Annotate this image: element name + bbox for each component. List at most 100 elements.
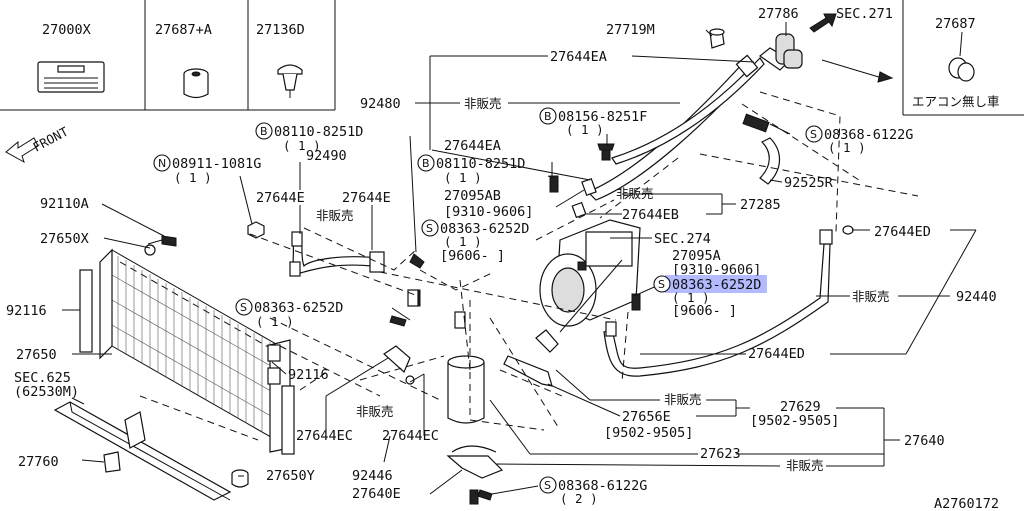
s-marker-4 — [235, 298, 253, 316]
s-marker-1 — [805, 125, 823, 143]
label-27719M: 27719M — [606, 22, 655, 38]
label-sec271: SEC.271 — [836, 6, 893, 22]
label-27629: 27629 — [780, 399, 821, 415]
drawing-number: A2760172 — [934, 496, 999, 511]
bolt-08156 — [597, 143, 615, 161]
label-27644E-a: 27644E — [256, 190, 305, 206]
nut-08911 — [247, 221, 265, 239]
label-range-9310-9606-b: [9310-9606] — [672, 262, 761, 278]
s-marker-3 — [653, 275, 671, 293]
label-s3-code: 08363-6252D — [672, 277, 761, 293]
label-hibaibai-4: 非販売 — [852, 289, 890, 304]
inset-arrow-line — [821, 59, 883, 79]
hose-27644E — [289, 231, 385, 277]
label-27644EB: 27644EB — [622, 207, 679, 223]
label-27656E: 27656E — [622, 409, 671, 425]
label-s5-code: 08368-6122G — [558, 478, 647, 494]
label-27644E-b: 27644E — [342, 190, 391, 206]
s-marker-4-text: S — [240, 301, 247, 314]
label-27786: 27786 — [758, 6, 799, 22]
s-marker-5-text: S — [544, 479, 551, 492]
label-hibaibai-7: 非販売 — [786, 458, 824, 473]
label-27760: 27760 — [18, 454, 59, 470]
label-b3-code: 08110-8251D — [436, 156, 525, 172]
text-labels: 27719M 27786 SEC.271 27644EA 92480 非販売 B… — [6, 6, 999, 511]
label-hibaibai-3: 非販売 — [616, 186, 654, 201]
inset-panel: 27000X 27687+A 27136D — [0, 0, 336, 111]
bolt-08368-bottom — [469, 489, 493, 505]
label-b1-code: 08110-8251D — [274, 124, 363, 140]
grommet-27650Y — [231, 469, 249, 488]
label-b3-qty: ( 1 ) — [444, 170, 482, 185]
label-92490: 92490 — [306, 148, 347, 164]
label-range-9606-b: [9606- ] — [672, 303, 737, 319]
label-27095AB: 27095AB — [444, 188, 501, 204]
label-27644EC-b: 27644EC — [382, 428, 439, 444]
washer-27650X — [144, 244, 156, 256]
s-marker-5 — [539, 476, 557, 494]
n-marker-1 — [153, 154, 171, 172]
s-marker-2 — [421, 219, 439, 237]
label-s2-code: 08363-6252D — [440, 221, 529, 237]
pipes-lower — [383, 289, 559, 387]
front-arrow: FRONT — [5, 124, 71, 164]
b-marker-1-text: B — [260, 125, 268, 138]
highlight-box — [665, 275, 767, 293]
label-27687: 27687 — [935, 16, 976, 32]
n-marker-1-text: N — [158, 157, 166, 170]
front-label: FRONT — [30, 124, 71, 155]
s-marker-3-text: S — [658, 278, 665, 291]
label-sec274: SEC.274 — [654, 231, 711, 247]
label-hibaibai-1: 非販売 — [464, 96, 502, 111]
label-27623: 27623 — [700, 446, 741, 462]
label-92446: 92446 — [352, 468, 393, 484]
label-27640E: 27640E — [352, 486, 401, 502]
bolt-08363-right — [631, 293, 641, 311]
label-27285: 27285 — [740, 197, 781, 213]
label-27644ED-bot: 27644ED — [748, 346, 805, 362]
b-marker-3 — [417, 154, 435, 172]
label-n1-qty: ( 1 ) — [174, 170, 212, 185]
receiver-drier — [446, 311, 504, 479]
s-marker-2-text: S — [426, 222, 433, 235]
s-marker-1-text: S — [810, 128, 817, 141]
b-marker-1 — [255, 122, 273, 140]
compressor — [539, 219, 641, 327]
label-plate-icon — [37, 61, 105, 93]
label-62530M: (62530M) — [14, 384, 79, 400]
label-27644ED-top: 27644ED — [874, 224, 931, 240]
dashed-leaders — [139, 91, 919, 441]
label-92116-b: 92116 — [288, 367, 329, 383]
label-92480: 92480 — [360, 96, 401, 112]
fitting-27285 — [571, 177, 597, 219]
seal-icon — [948, 57, 975, 82]
label-27000X: 27000X — [42, 22, 91, 38]
label-92116-a: 92116 — [6, 303, 47, 319]
b-marker-3-text: B — [422, 157, 430, 170]
label-27644EC-a: 27644EC — [296, 428, 353, 444]
label-s1-qty: ( 1 ) — [828, 140, 866, 155]
label-27095A: 27095A — [672, 248, 721, 264]
label-b2-code: 08156-8251F — [558, 109, 647, 125]
bolt-08110-left — [409, 253, 425, 269]
cap-27719M — [709, 28, 725, 49]
label-27136D: 27136D — [256, 22, 305, 38]
fittings-condenser — [267, 344, 281, 385]
label-range-9502-9505-b: [9502-9505] — [604, 425, 693, 441]
label-92525R: 92525R — [784, 175, 834, 191]
label-27650: 27650 — [16, 347, 57, 363]
label-n1-code: 08911-1081G — [172, 156, 261, 172]
pipe-27644ED — [603, 225, 854, 377]
leader-lines — [62, 22, 977, 495]
label-hibaibai-2: 非販売 — [316, 208, 354, 223]
clip-icon — [277, 64, 303, 98]
core-support — [53, 401, 232, 501]
label-s4-code: 08363-6252D — [254, 300, 343, 316]
inset-arrow-head — [877, 71, 894, 83]
label-27644EA-top: 27644EA — [550, 49, 607, 65]
label-sec625: SEC.625 — [14, 370, 71, 386]
label-27644EA-mid: 27644EA — [444, 138, 501, 154]
b-marker-2-text: B — [544, 110, 552, 123]
b-marker-2 — [539, 107, 557, 125]
